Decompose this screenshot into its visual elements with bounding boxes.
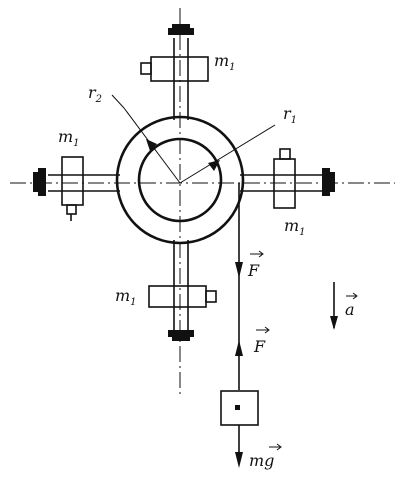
svg-text:a: a xyxy=(345,300,355,319)
label-mg: mg xyxy=(249,443,282,470)
label-m1-right: m1 xyxy=(284,216,306,238)
label-m1-top: m1 xyxy=(214,51,236,73)
mass-right xyxy=(273,148,296,209)
inner-pulley-disk xyxy=(137,137,223,223)
mass-top xyxy=(140,56,209,82)
svg-text:F: F xyxy=(253,337,266,356)
label-F-upper: F xyxy=(253,326,270,356)
right-rod xyxy=(240,168,335,196)
left-rod xyxy=(33,168,120,196)
label-r2: r2 xyxy=(88,83,102,105)
hanging-weight xyxy=(220,390,259,426)
r1-radius-arrow xyxy=(179,124,276,184)
label-r1: r1 xyxy=(283,104,297,126)
svg-text:mg: mg xyxy=(249,451,274,470)
mass-left xyxy=(61,156,84,221)
top-rod xyxy=(168,24,194,120)
gravity-arrow xyxy=(235,452,243,468)
r2-radius-arrow xyxy=(111,94,181,184)
svg-text:F: F xyxy=(247,261,260,280)
mass-bottom xyxy=(148,285,217,308)
label-F-lower: F xyxy=(247,250,264,280)
label-m1-bottom: m1 xyxy=(115,286,137,308)
outer-pulley-ring xyxy=(115,115,245,245)
force-arrow-down xyxy=(235,262,243,278)
force-arrow-up xyxy=(235,340,243,356)
label-a: a xyxy=(345,292,358,319)
label-m1-left: m1 xyxy=(58,127,80,149)
bottom-rod xyxy=(168,240,194,341)
